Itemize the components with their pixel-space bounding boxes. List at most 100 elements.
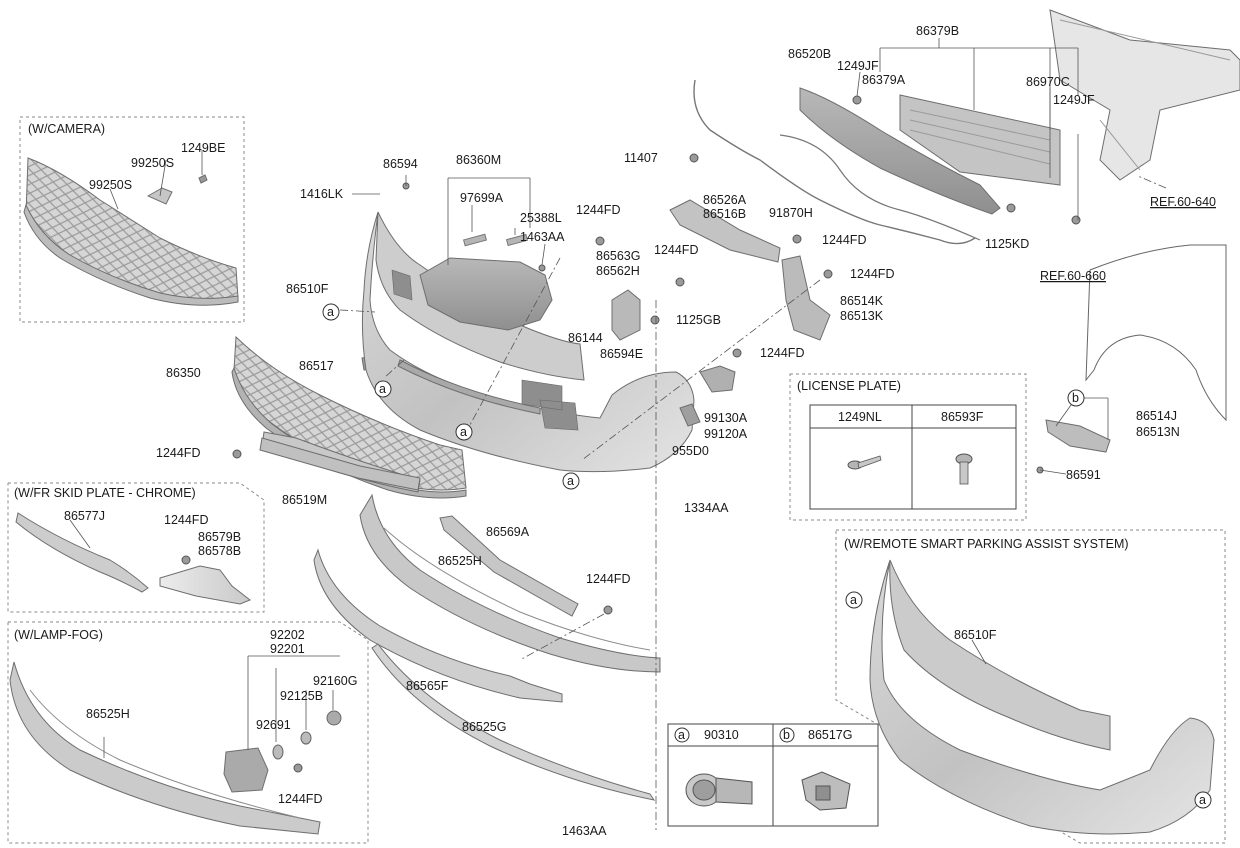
callout-a-5-text: a bbox=[850, 593, 857, 607]
label-1244FD-c: 1244FD bbox=[654, 243, 698, 257]
screw-86593F-icon bbox=[955, 453, 973, 485]
callout-a-1-text: a bbox=[327, 305, 334, 319]
label-1125KD: 1125KD bbox=[985, 237, 1029, 251]
label-92125B: 92125B bbox=[280, 689, 323, 703]
label-86525G: 86525G bbox=[462, 720, 506, 734]
callout-a-3-text: a bbox=[460, 425, 467, 439]
sensor-99130A bbox=[699, 365, 736, 393]
bracket-86514J bbox=[1045, 419, 1111, 453]
parking-sensor-icon bbox=[685, 773, 753, 807]
screw-1249NL-icon bbox=[847, 455, 882, 470]
label-1463AA-a: 1463AA bbox=[520, 230, 565, 244]
callout-a-4: a bbox=[562, 472, 580, 490]
callout-a-6-text: a bbox=[1199, 793, 1206, 807]
lower-grille-86525H bbox=[359, 493, 661, 673]
label-86562H: 86562H bbox=[596, 264, 640, 278]
label-92201: 92201 bbox=[270, 642, 305, 656]
rspa-bumper-cover bbox=[869, 559, 1215, 835]
label-86513N: 86513N bbox=[1136, 425, 1180, 439]
label-92202: 92202 bbox=[270, 628, 305, 642]
label-86970C: 86970C bbox=[1026, 75, 1070, 89]
frame-license-title: (LICENSE PLATE) bbox=[797, 379, 901, 393]
label-86594: 86594 bbox=[383, 157, 418, 171]
label-955D0: 955D0 bbox=[672, 444, 709, 458]
label-86519M: 86519M bbox=[282, 493, 327, 507]
frame-lamp-fog: (W/LAMP-FOG) bbox=[7, 621, 369, 844]
label-92691: 92691 bbox=[256, 718, 291, 732]
legend-a-letter: a bbox=[678, 728, 685, 742]
bracket-86526A bbox=[669, 199, 781, 263]
leader-lines bbox=[69, 38, 1109, 758]
label-86594E: 86594E bbox=[600, 347, 643, 361]
frame-license-plate: (LICENSE PLATE) bbox=[789, 373, 1027, 521]
label-1244FD-a: 1244FD bbox=[576, 203, 620, 217]
label-86513K: 86513K bbox=[840, 309, 884, 323]
label-86516B: 86516B bbox=[703, 207, 746, 221]
label-1244FD-d: 1244FD bbox=[850, 267, 894, 281]
frame-fog-title: (W/LAMP-FOG) bbox=[14, 628, 103, 642]
bumper-beam-86520B bbox=[799, 87, 1061, 215]
callout-b-1-text: b bbox=[1072, 391, 1079, 405]
label-92160G: 92160G bbox=[313, 674, 357, 688]
label-86514J: 86514J bbox=[1136, 409, 1177, 423]
callout-a-3: a bbox=[455, 423, 473, 441]
air-guard-86360M bbox=[419, 233, 553, 331]
label-86569A: 86569A bbox=[486, 525, 530, 539]
callout-a-1: a bbox=[322, 303, 340, 321]
label-99250S-b: 99250S bbox=[89, 178, 132, 192]
label-99120A: 99120A bbox=[704, 427, 748, 441]
fog-lamp-92202 bbox=[223, 747, 269, 793]
label-97699A: 97699A bbox=[460, 191, 504, 205]
label-86525H-b: 86525H bbox=[86, 707, 130, 721]
frame-skid-plate: (W/FR SKID PLATE - CHROME) bbox=[7, 482, 265, 613]
label-86517: 86517 bbox=[299, 359, 334, 373]
label-91870H: 91870H bbox=[769, 206, 813, 220]
sensor-955D0 bbox=[679, 403, 701, 427]
label-1463AA-b: 1463AA bbox=[562, 824, 607, 838]
bracket-86563G bbox=[611, 289, 641, 341]
camera-leaders bbox=[109, 150, 203, 210]
label-1244FD-e: 1244FD bbox=[760, 346, 804, 360]
skid-plate-86565F bbox=[313, 548, 563, 703]
wiring-harness-91870H bbox=[693, 79, 981, 245]
callout-a-2: a bbox=[374, 380, 392, 398]
legend-table: a 90310 b 86517G bbox=[667, 723, 879, 827]
sensor-holder-icon bbox=[801, 771, 851, 811]
label-1244FD-g: 1244FD bbox=[164, 513, 208, 527]
label-86577J: 86577J bbox=[64, 509, 105, 523]
part-labels: 86379B 86520B 1249JF 86379A 86970C 1249J… bbox=[64, 24, 1216, 838]
callout-b-1: b bbox=[1067, 389, 1085, 407]
callout-a-6: a bbox=[1194, 791, 1212, 809]
support-86569A bbox=[439, 515, 579, 617]
label-86579B: 86579B bbox=[198, 530, 241, 544]
label-86350: 86350 bbox=[166, 366, 201, 380]
frame-camera: (W/CAMERA) bbox=[19, 116, 245, 323]
skid-chrome-86578B bbox=[159, 565, 251, 605]
fog-bulb-parts bbox=[272, 710, 342, 760]
label-86379A: 86379A bbox=[862, 73, 906, 87]
frame-skid-title: (W/FR SKID PLATE - CHROME) bbox=[14, 486, 196, 500]
callout-a-5: a bbox=[845, 591, 863, 609]
label-1416LK: 1416LK bbox=[300, 187, 344, 201]
label-1244FD-f: 1244FD bbox=[156, 446, 200, 460]
label-99130A: 99130A bbox=[704, 411, 748, 425]
label-1244FD-b: 1244FD bbox=[822, 233, 866, 247]
label-86525H-a: 86525H bbox=[438, 554, 482, 568]
skid-chrome-86577J bbox=[15, 512, 149, 593]
label-86360M: 86360M bbox=[456, 153, 501, 167]
label-86578B: 86578B bbox=[198, 544, 241, 558]
label-REF60640: REF.60-640 bbox=[1150, 195, 1216, 209]
label-86510F-a: 86510F bbox=[286, 282, 329, 296]
label-86510F-b: 86510F bbox=[954, 628, 997, 642]
legend-b-letter: b bbox=[783, 728, 790, 742]
callout-a-4-text: a bbox=[567, 474, 574, 488]
license-plate-table: 1249NL 86593F bbox=[809, 404, 1017, 510]
front-bumper-cover bbox=[361, 211, 695, 473]
label-1249JF-a: 1249JF bbox=[837, 59, 879, 73]
label-REF60660: REF.60-660 bbox=[1040, 269, 1106, 283]
frame-rspa-title: (W/REMOTE SMART PARKING ASSIST SYSTEM) bbox=[844, 537, 1129, 551]
bracket-86514K bbox=[781, 255, 831, 341]
label-1244FD-i: 1244FD bbox=[278, 792, 322, 806]
front-end-module bbox=[1049, 9, 1240, 181]
